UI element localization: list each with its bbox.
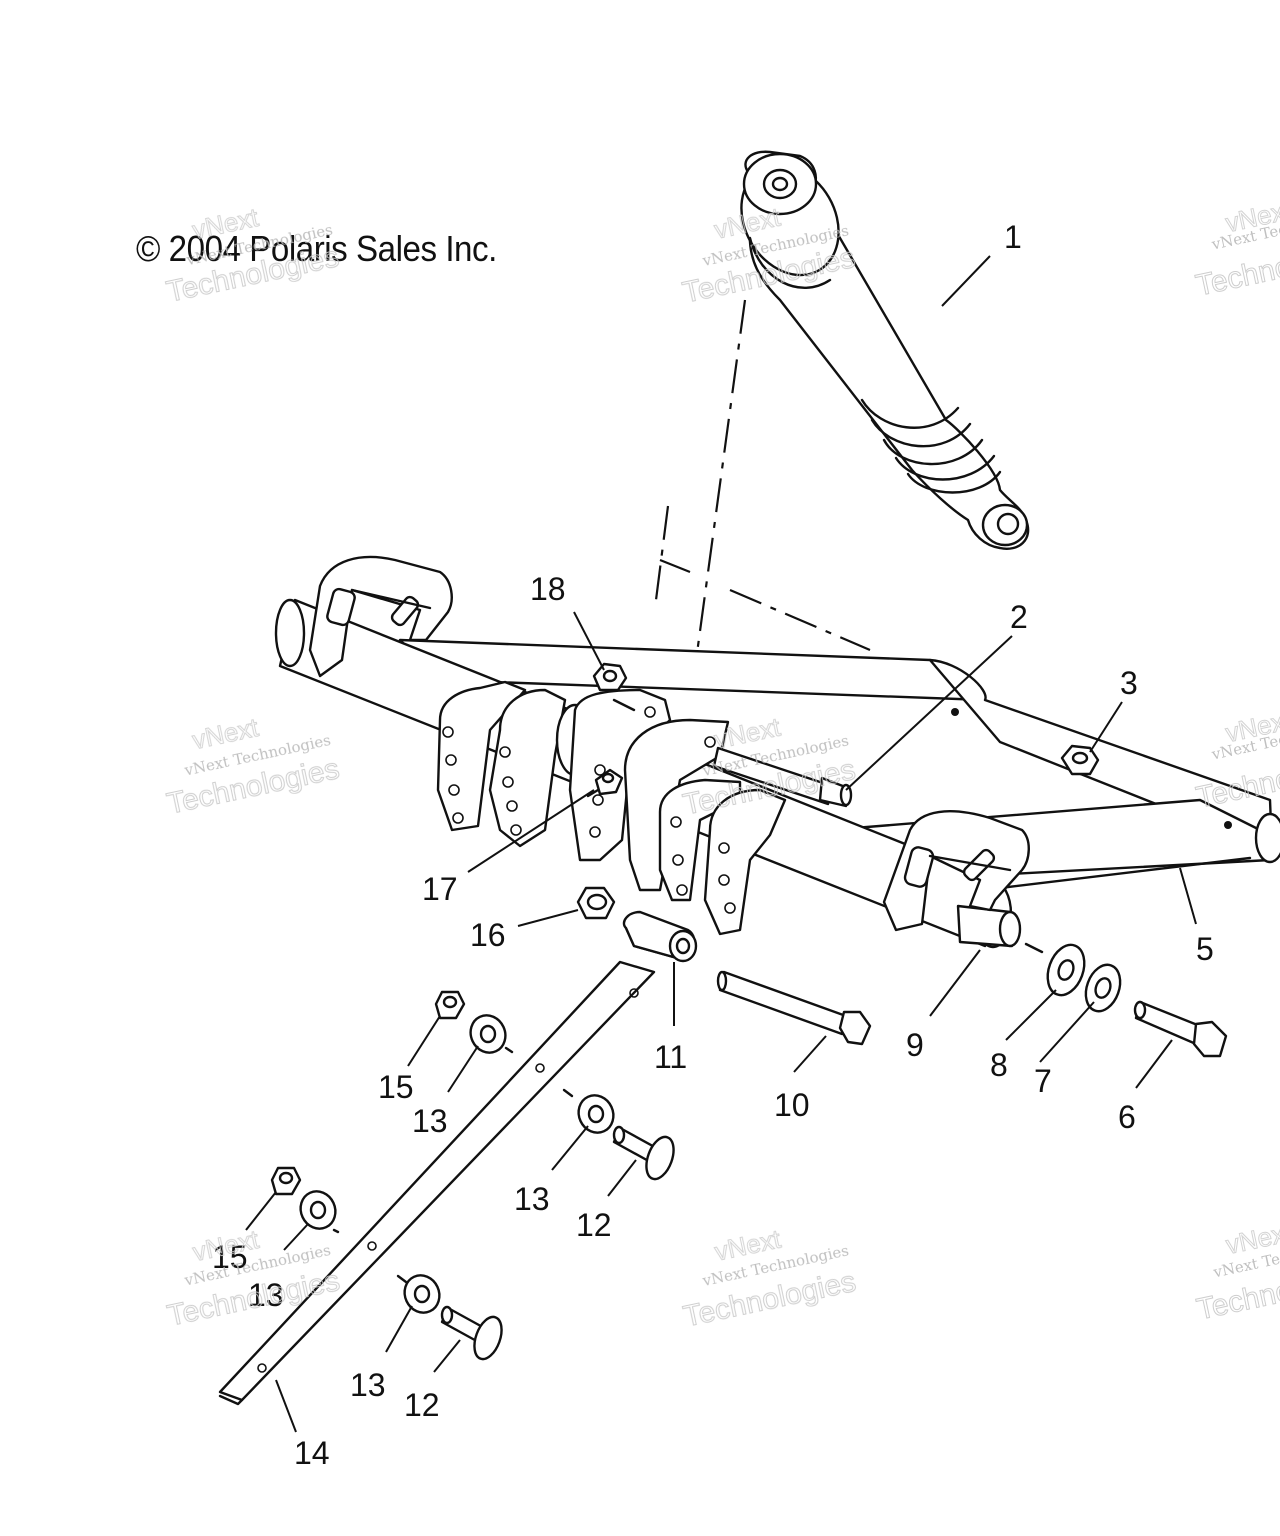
washer-8	[1046, 943, 1086, 997]
callout-18: 18	[530, 571, 566, 607]
callout-13-c: 13	[248, 1277, 284, 1313]
nut-3	[1060, 744, 1100, 776]
bolt-6	[1133, 1000, 1228, 1058]
dash-mark	[1024, 942, 1044, 954]
copyright-notice: © 2004 Polaris Sales Inc.	[136, 228, 497, 269]
callout-9: 9	[906, 1027, 924, 1063]
callout-13-a: 13	[412, 1103, 448, 1139]
callout-17: 17	[422, 871, 458, 907]
callout-7: 7	[1034, 1063, 1052, 1099]
watermark-mid-left: vNext vNext Technologies Technologies	[164, 711, 343, 821]
watermark-bottom-right: vNext vNext Technologies Technologies	[1193, 1216, 1280, 1327]
rivet-12-lower	[440, 1305, 503, 1361]
callout-12-lower: 12	[404, 1387, 440, 1423]
shock-centerline	[693, 299, 747, 669]
callout-14: 14	[294, 1435, 330, 1471]
dash-mark	[562, 1088, 574, 1098]
spacer-11	[622, 910, 698, 963]
right-mount-bracket	[882, 810, 1030, 932]
dash-mark	[612, 698, 636, 712]
callout-3: 3	[1120, 665, 1138, 701]
callout-12-upper: 12	[576, 1207, 612, 1243]
nut-15-lower	[270, 1166, 302, 1196]
mount-centerline-b	[729, 588, 871, 652]
washer-13-a	[469, 1014, 507, 1054]
callout-13-d: 13	[350, 1367, 386, 1403]
dash-mark	[504, 1046, 514, 1054]
callout-13-b: 13	[514, 1181, 550, 1217]
watermark-top-left: vNext vNext Technologies Technologies	[163, 201, 342, 309]
callout-5: 5	[1196, 931, 1214, 967]
dash-mark	[396, 1274, 408, 1284]
bolt-2	[712, 746, 853, 808]
nut-15-upper	[434, 990, 466, 1020]
callout-2: 2	[1010, 599, 1028, 635]
washer-13-c	[299, 1190, 337, 1230]
callout-10: 10	[774, 1087, 810, 1123]
callout-15-lower: 15	[212, 1239, 248, 1275]
nut-18	[592, 662, 628, 692]
callout-labels: 1 2 3 5 6 7 8 9 10 11 12 12 13 13 13 13 …	[212, 219, 1214, 1471]
dash-mark	[332, 1228, 340, 1234]
watermark-top-right: vNext vNext Technologies Technologies	[1192, 194, 1280, 303]
callout-11: 11	[654, 1039, 687, 1075]
bolt-10	[716, 970, 872, 1046]
center-plates	[436, 680, 787, 936]
mount-centerline-c	[659, 558, 691, 574]
watermark-bottom-center: vNext vNext Technologies Technologies	[680, 1223, 859, 1334]
grease-fitting-17	[586, 768, 624, 798]
shock-absorber	[740, 150, 1030, 550]
left-mount-bracket	[308, 555, 453, 678]
callout-16: 16	[470, 917, 506, 953]
mount-centerline-a	[654, 505, 670, 601]
rivet-12-upper	[612, 1125, 675, 1181]
watermark-mid-right: vNext vNext Technologies Technologies	[1193, 704, 1280, 815]
nut-16	[576, 886, 616, 920]
callout-6: 6	[1118, 1099, 1136, 1135]
strap-14	[218, 960, 656, 1406]
callout-15-upper: 15	[378, 1069, 414, 1105]
washer-13-d	[403, 1274, 441, 1314]
callout-1: 1	[1004, 219, 1022, 255]
callout-8: 8	[990, 1047, 1008, 1083]
leader-lines	[245, 255, 1197, 1433]
washer-13-b	[577, 1094, 615, 1134]
washer-7	[1084, 963, 1122, 1013]
